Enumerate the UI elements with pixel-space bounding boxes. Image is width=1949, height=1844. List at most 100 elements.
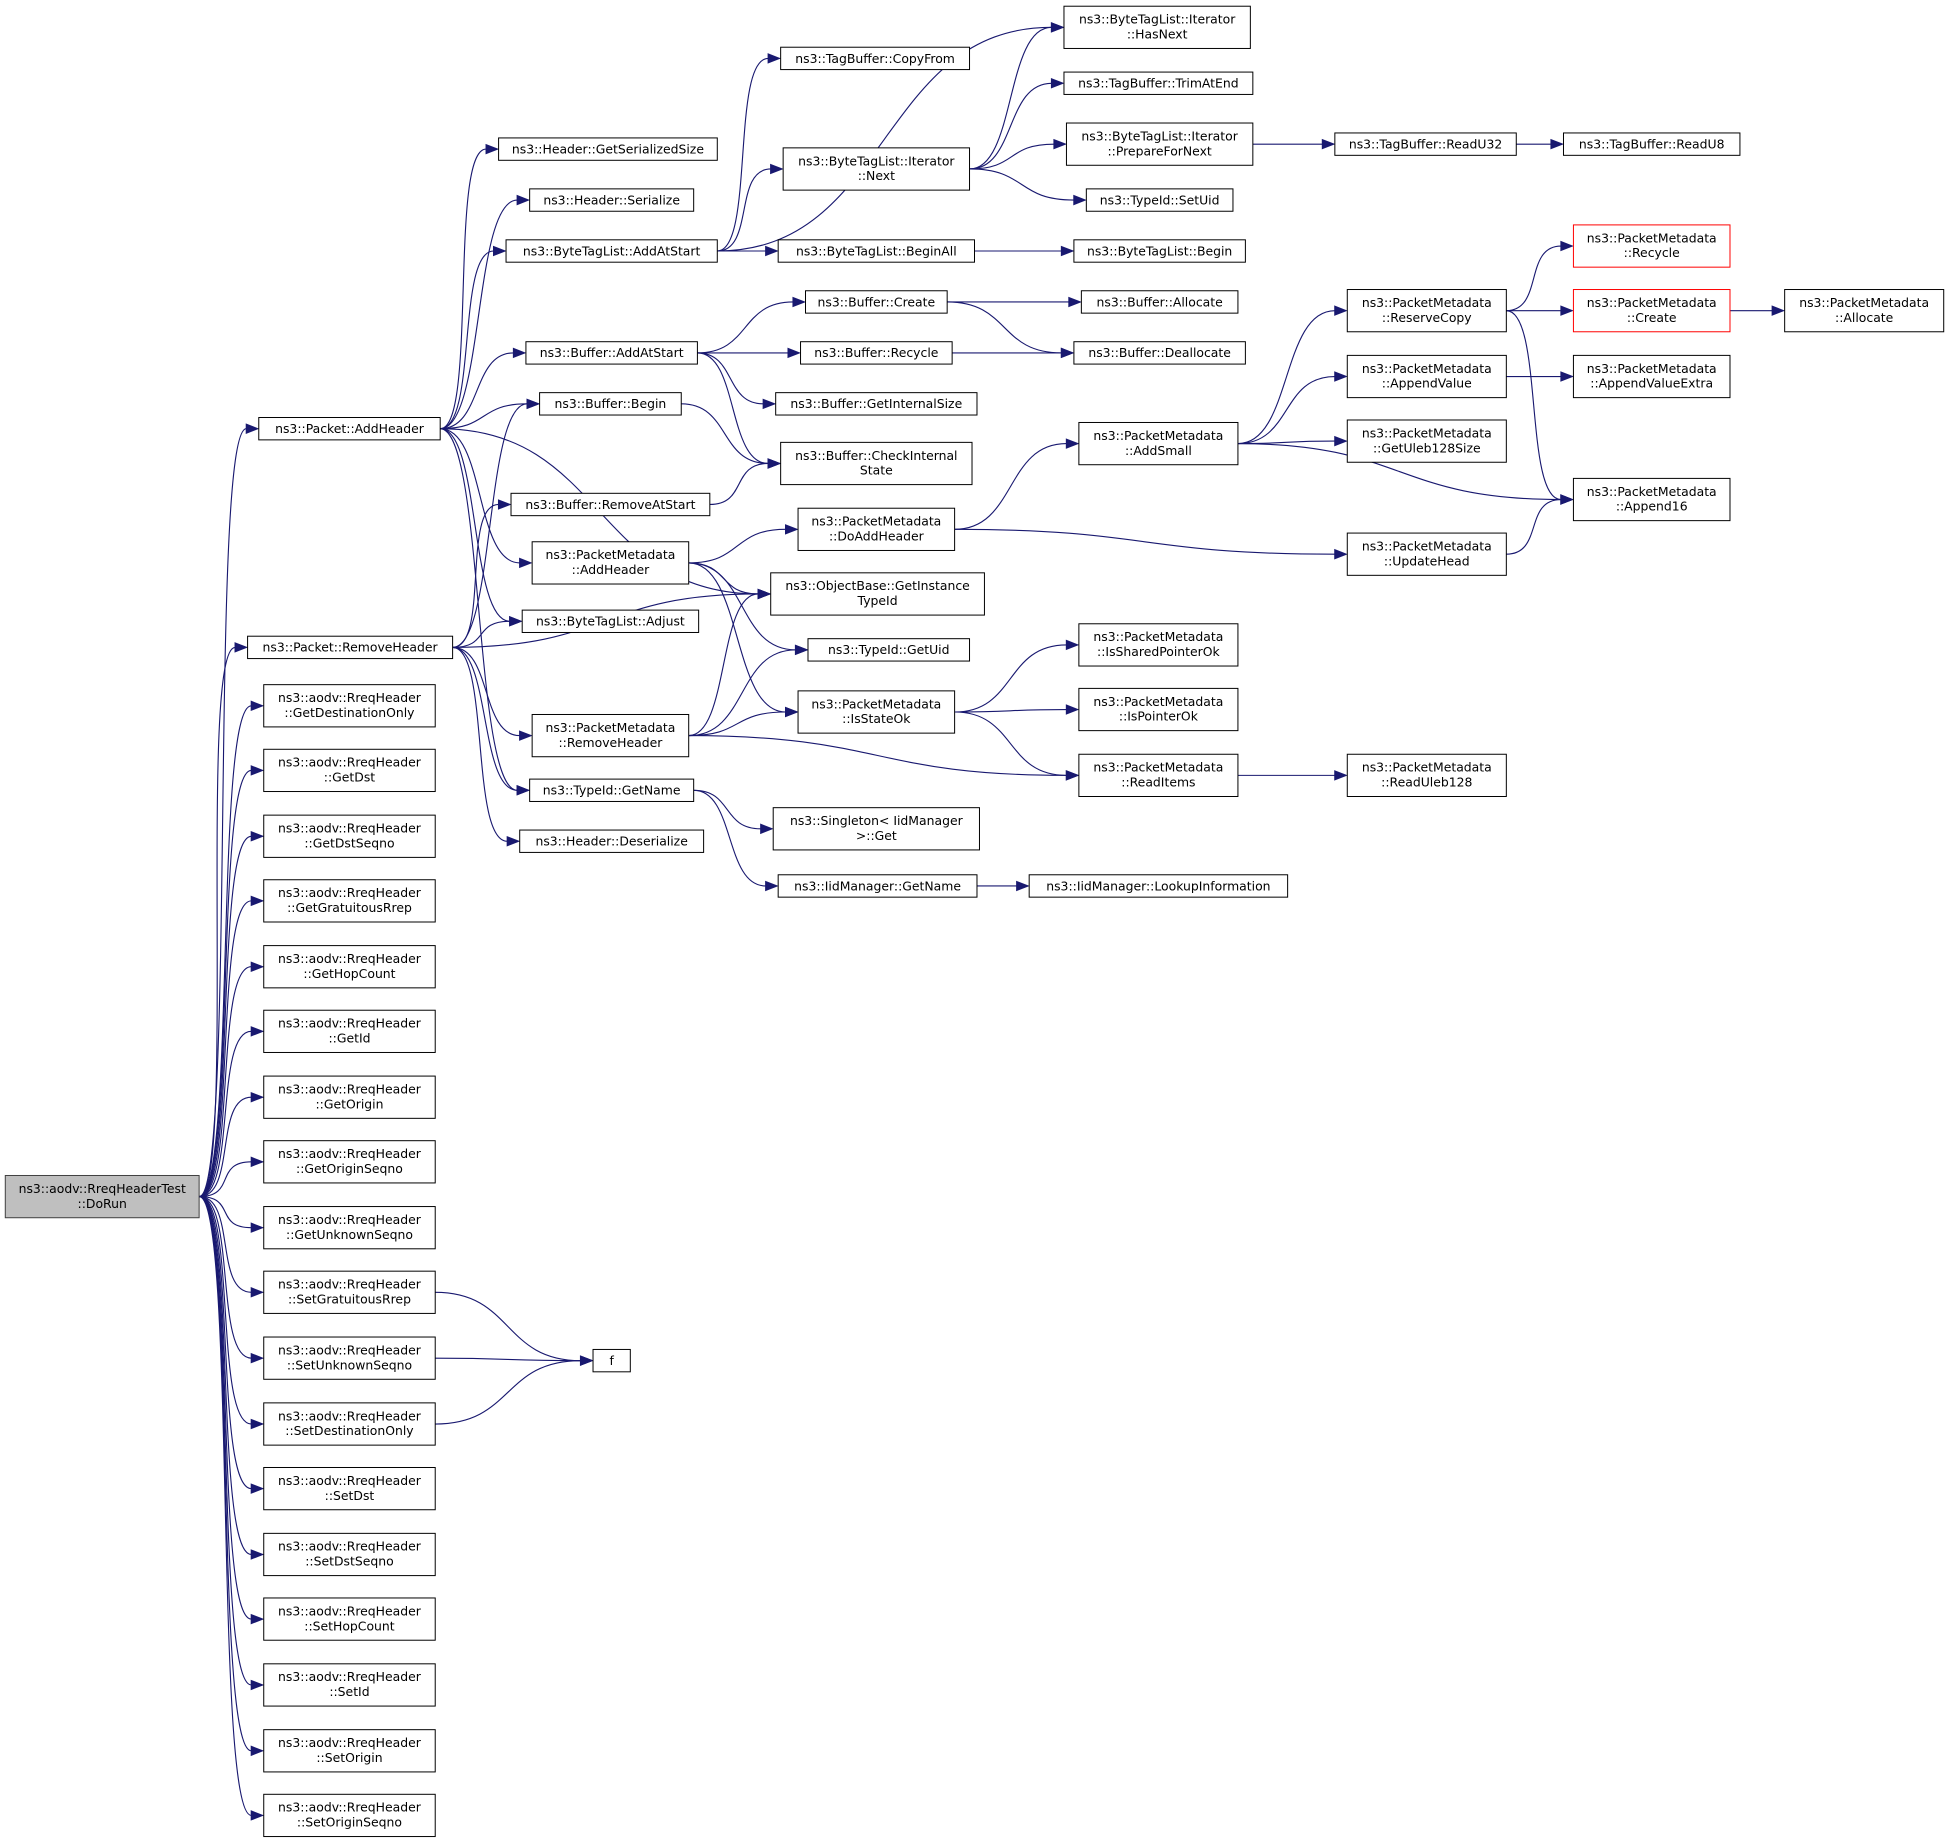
node-buf_begin[interactable]: ns3::Buffer::Begin: [539, 392, 682, 416]
node-pm_ispointerok[interactable]: ns3::PacketMetadata::IsPointerOk: [1078, 687, 1239, 732]
edge-line: [198, 1196, 252, 1556]
node-box: [1562, 132, 1741, 156]
node-buf_getinternalsize[interactable]: ns3::Buffer::GetInternalSize: [775, 392, 978, 416]
node-pm_addheader[interactable]: ns3::PacketMetadata::AddHeader: [531, 541, 690, 585]
node-tb_readu32[interactable]: ns3::TagBuffer::ReadU32: [1334, 132, 1517, 156]
node-buf_deallocate[interactable]: ns3::Buffer::Deallocate: [1073, 341, 1246, 365]
node-buf_recycle[interactable]: ns3::Buffer::Recycle: [800, 341, 953, 365]
node-label: ns3::ByteTagList::BeginAll: [796, 243, 957, 258]
node-label: ns3::Buffer::Deallocate: [1088, 345, 1231, 360]
edge-p_addheader-to-typeid_getname: [440, 428, 531, 796]
node-pm_removeheader[interactable]: ns3::PacketMetadata::RemoveHeader: [531, 713, 690, 758]
node-pm_isstateok[interactable]: ns3::PacketMetadata::IsStateOk: [797, 690, 956, 734]
node-getoriginseqno[interactable]: ns3::aodv::RreqHeader::GetOriginSeqno: [263, 1140, 436, 1184]
edge-setunknownseqno-to-f: [435, 1355, 594, 1366]
node-btli_preparefornext[interactable]: ns3::ByteTagList::Iterator::PrepareForNe…: [1065, 122, 1254, 166]
node-iid_getname[interactable]: ns3::IidManager::GetName: [777, 874, 978, 898]
arrowhead-icon: [1068, 296, 1082, 308]
node-pm_getuleb128size[interactable]: ns3::PacketMetadata::GetUleb128Size: [1346, 419, 1507, 463]
node-box: [1346, 753, 1507, 797]
node-singleton_get[interactable]: ns3::Singleton< IidManager>::Get: [772, 807, 980, 851]
node-pm_append16[interactable]: ns3::PacketMetadata::Append16: [1572, 477, 1731, 522]
node-pm_recycle[interactable]: ns3::PacketMetadata::Recycle: [1572, 224, 1731, 268]
arrowhead-icon: [250, 831, 265, 842]
node-getorigin[interactable]: ns3::aodv::RreqHeader::GetOrigin: [263, 1075, 436, 1119]
node-getid[interactable]: ns3::aodv::RreqHeader::GetId: [263, 1009, 436, 1053]
node-btl_begin[interactable]: ns3::ByteTagList::Begin: [1073, 239, 1246, 263]
node-sethopcount[interactable]: ns3::aodv::RreqHeader::SetHopCount: [263, 1597, 436, 1641]
edge-line: [1237, 443, 1562, 501]
node-pm_create[interactable]: ns3::PacketMetadata::Create: [1572, 289, 1731, 333]
node-typeid_getuid[interactable]: ns3::TypeId::GetUid: [807, 638, 971, 662]
node-getdstseqno[interactable]: ns3::aodv::RreqHeader::GetDstSeqno: [263, 814, 436, 858]
node-box: [4, 1174, 200, 1219]
node-buf_allocate[interactable]: ns3::Buffer::Allocate: [1080, 290, 1239, 314]
node-pm_appendvalue[interactable]: ns3::PacketMetadata::AppendValue: [1346, 354, 1507, 399]
node-p_removeheader[interactable]: ns3::Packet::RemoveHeader: [247, 635, 454, 660]
node-label: ns3::PacketMetadata: [1362, 295, 1492, 310]
node-setdst[interactable]: ns3::aodv::RreqHeader::SetDst: [263, 1466, 436, 1511]
node-setid[interactable]: ns3::aodv::RreqHeader::SetId: [263, 1663, 436, 1707]
node-label: >::Get: [856, 828, 897, 843]
edge-typeid_getname-to-singleton_get: [693, 789, 774, 835]
node-getdestonly[interactable]: ns3::aodv::RreqHeader::GetDestinationOnl…: [263, 684, 436, 728]
node-buf_removeatstart[interactable]: ns3::Buffer::RemoveAtStart: [510, 492, 711, 517]
node-box: [1572, 354, 1731, 399]
node-tb_readu8[interactable]: ns3::TagBuffer::ReadU8: [1562, 132, 1741, 156]
edge-line: [688, 735, 1067, 776]
edge-typeid_getname-to-iid_getname: [693, 789, 779, 892]
node-tb_trimatend[interactable]: ns3::TagBuffer::TrimAtEnd: [1063, 71, 1254, 95]
node-pm_readitems[interactable]: ns3::PacketMetadata::ReadItems: [1078, 753, 1239, 797]
node-pm_issharedpointerok[interactable]: ns3::PacketMetadata::IsSharedPointerOk: [1078, 623, 1239, 667]
node-label: ::GetDestinationOnly: [284, 705, 414, 720]
node-buf_create[interactable]: ns3::Buffer::Create: [805, 290, 948, 314]
arrowhead-icon: [1060, 245, 1075, 257]
node-typeid_getname[interactable]: ns3::TypeId::GetName: [529, 778, 695, 802]
node-btl_beginall[interactable]: ns3::ByteTagList::BeginAll: [777, 239, 975, 263]
node-pm_allocate[interactable]: ns3::PacketMetadata::Allocate: [1784, 289, 1945, 333]
node-p_addheader[interactable]: ns3::Packet::AddHeader: [258, 417, 441, 441]
node-btli_next[interactable]: ns3::ByteTagList::Iterator::Next: [782, 147, 971, 191]
node-label: ::SetUnknownSeqno: [287, 1357, 412, 1372]
node-pm_appendvalueextra[interactable]: ns3::PacketMetadata::AppendValueExtra: [1572, 354, 1731, 399]
node-pm_updatehead[interactable]: ns3::PacketMetadata::UpdateHead: [1346, 532, 1507, 576]
node-label: ::UpdateHead: [1384, 553, 1470, 568]
node-label: ::SetOrigin: [316, 1750, 382, 1765]
node-tb_copyfrom[interactable]: ns3::TagBuffer::CopyFrom: [780, 46, 971, 71]
node-pm_readuleb128[interactable]: ns3::PacketMetadata::ReadUleb128: [1346, 753, 1507, 797]
node-setdstseqno[interactable]: ns3::aodv::RreqHeader::SetDstSeqno: [263, 1532, 436, 1577]
node-btli_hasnext[interactable]: ns3::ByteTagList::Iterator::HasNext: [1063, 5, 1251, 49]
node-setgratrrep[interactable]: ns3::aodv::RreqHeader::SetGratuitousRrep: [263, 1270, 436, 1314]
node-pm_reservecopy[interactable]: ns3::PacketMetadata::ReserveCopy: [1346, 289, 1507, 333]
node-box: [263, 879, 436, 923]
node-getdst[interactable]: ns3::aodv::RreqHeader::GetDst: [263, 748, 436, 793]
node-btl_addatstart[interactable]: ns3::ByteTagList::AddAtStart: [505, 239, 718, 263]
node-label: ns3::aodv::RreqHeader: [278, 690, 422, 705]
node-box: [531, 541, 690, 585]
node-h_deserialize[interactable]: ns3::Header::Deserialize: [519, 829, 705, 853]
node-label: ::SetDestinationOnly: [285, 1423, 413, 1438]
node-getgratrrep[interactable]: ns3::aodv::RreqHeader::GetGratuitousRrep: [263, 879, 436, 923]
node-setunknownseqno[interactable]: ns3::aodv::RreqHeader::SetUnknownSeqno: [263, 1336, 436, 1380]
edges-layer: [198, 22, 1786, 1821]
node-setoriginseqno[interactable]: ns3::aodv::RreqHeader::SetOriginSeqno: [263, 1793, 436, 1838]
node-pm_doaddheader[interactable]: ns3::PacketMetadata::DoAddHeader: [797, 507, 956, 551]
node-buf_addatstart[interactable]: ns3::Buffer::AddAtStart: [525, 341, 698, 365]
node-box: [263, 1597, 436, 1641]
node-getunknownseqno[interactable]: ns3::aodv::RreqHeader::GetUnknownSeqno: [263, 1206, 436, 1250]
node-label: ::DoAddHeader: [829, 529, 925, 544]
node-dorun[interactable]: ns3::aodv::RreqHeaderTest::DoRun: [4, 1174, 200, 1219]
node-h_getsersize[interactable]: ns3::Header::GetSerializedSize: [498, 137, 718, 161]
node-typeid_setuid[interactable]: ns3::TypeId::SetUid: [1085, 188, 1234, 212]
node-setdestonly[interactable]: ns3::aodv::RreqHeader::SetDestinationOnl…: [263, 1402, 436, 1446]
node-btl_adjust[interactable]: ns3::ByteTagList::Adjust: [521, 609, 700, 633]
node-h_serialize[interactable]: ns3::Header::Serialize: [529, 188, 695, 212]
node-iid_lookupinfo[interactable]: ns3::IidManager::LookupInformation: [1028, 874, 1289, 898]
node-f[interactable]: f: [592, 1348, 631, 1373]
node-gethopcount[interactable]: ns3::aodv::RreqHeader::GetHopCount: [263, 945, 436, 989]
node-box: [263, 1532, 436, 1577]
node-pm_addsmall[interactable]: ns3::PacketMetadata::AddSmall: [1078, 421, 1239, 466]
node-setorigin[interactable]: ns3::aodv::RreqHeader::SetOrigin: [263, 1729, 436, 1773]
